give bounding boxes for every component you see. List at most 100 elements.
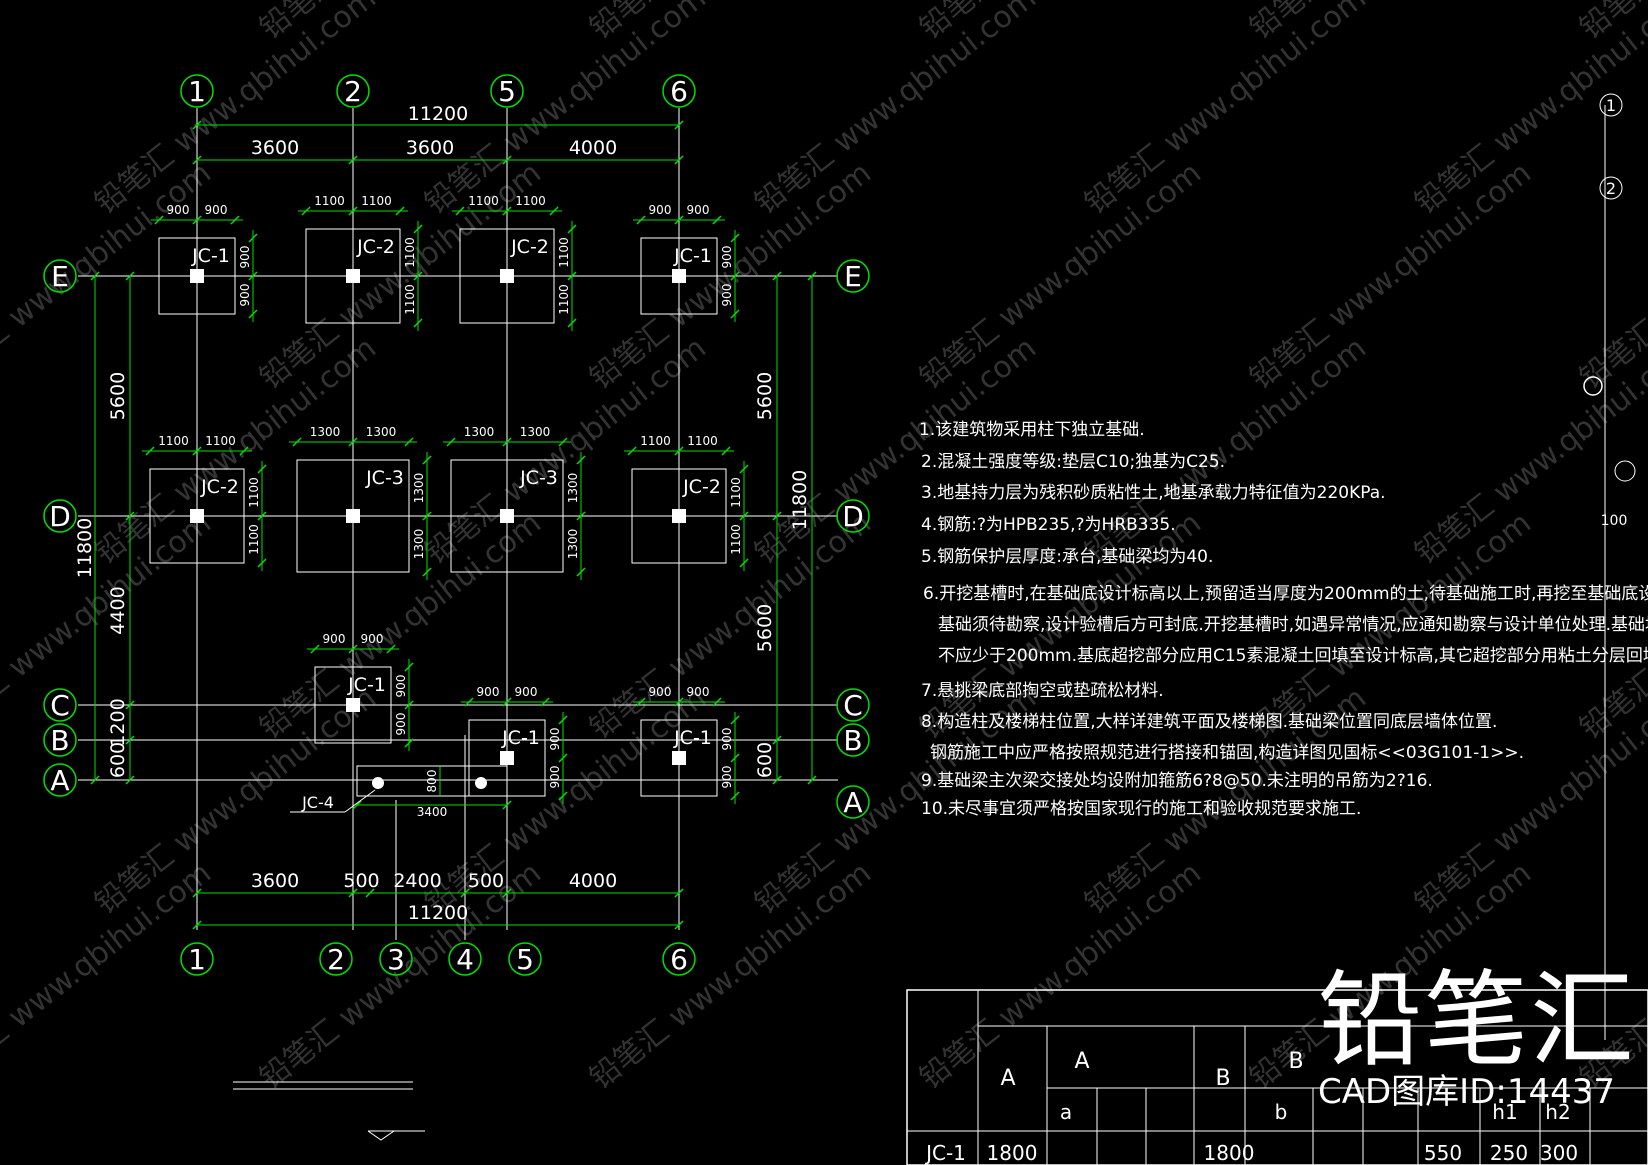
dim-tick (730, 233, 740, 243)
watermark-id: CAD图库ID:14437 (1318, 1072, 1616, 1112)
dim-tick (502, 206, 512, 216)
dim-tick (257, 511, 267, 521)
watermark-tile: 铅笔汇 www.qbihui.com (748, 331, 1042, 572)
grid-bubble-bottom-circle (448, 942, 482, 976)
note-line: 6.开挖基槽时,在基础底设计标高以上,预留适当厚度为200mm的土,待基础施工时… (923, 584, 1648, 604)
table-subheader: h1 (1492, 1100, 1517, 1124)
dim-tick (395, 206, 405, 216)
footing-dim-top: 1300 (310, 425, 341, 439)
column-square (672, 751, 686, 765)
dim-tick (446, 437, 456, 447)
footing-dim-side: 900 (238, 246, 252, 269)
dim-tick (248, 309, 258, 319)
footing-outline (305, 228, 401, 324)
dim-tick (558, 437, 568, 447)
table-cell: 250 (1490, 1141, 1528, 1165)
dim-tick (712, 215, 722, 225)
grid-bubble-bottom-label: 5 (516, 943, 534, 976)
grid-bubble-top-circle (180, 74, 214, 108)
partial-axis-circle (1599, 176, 1623, 200)
dim-tick (502, 697, 512, 707)
grid-bubble-right-label: E (844, 260, 862, 293)
grid-bubble-bottom-circle (180, 942, 214, 976)
dim-tick (540, 697, 550, 707)
footing-label: JC-2 (356, 236, 395, 258)
column-square (672, 269, 686, 283)
note-line: 1.该建筑物采用柱下独立基础. (919, 420, 1145, 440)
dim-tick (192, 120, 202, 130)
note-line: 9.基础梁主次梁交接处均设附加箍筋6?8@50.未注明的吊筋为2?16. (921, 771, 1433, 791)
footing-label: JC-1 (347, 674, 386, 696)
table-cell: 300 (1540, 1141, 1578, 1165)
table-header: B (1215, 1066, 1230, 1091)
grid-bubble-bottom-label: 1 (188, 943, 206, 976)
dim-tick (636, 215, 646, 225)
grid-bubble-right-label: A (843, 786, 862, 819)
partial-axis-label: 1 (1606, 96, 1616, 115)
column-square (190, 269, 204, 283)
footing-dim-side: 900 (548, 728, 562, 751)
note-line: 基础须待勘察,设计验槽后方可封底.开挖基槽时,如遇异常情况,应通知勘察与设计单位… (938, 615, 1648, 635)
dim-right-span: 5600 (754, 604, 776, 652)
dim-tick (310, 644, 320, 654)
footing-label: JC-3 (519, 467, 558, 489)
grid-bubble-left-label: C (50, 689, 70, 722)
footing-dim-top: 1300 (366, 425, 397, 439)
dim-tick (576, 511, 586, 521)
table-cell: 1800 (987, 1141, 1038, 1165)
table-header: A (1000, 1066, 1015, 1091)
dim-tick (125, 775, 135, 785)
footing-dim-side: 1100 (247, 524, 261, 555)
grid-bubble-right-label: C (843, 689, 863, 722)
dim-tick (558, 715, 568, 725)
dim-tick (292, 437, 302, 447)
dim-tick (636, 697, 646, 707)
dim-tick (125, 735, 135, 745)
dim-tick (730, 309, 740, 319)
beam-column-dot (372, 777, 384, 789)
footing-dim-top: 900 (477, 685, 500, 699)
footing-dim-side: 1100 (557, 237, 571, 268)
footing-dim-top: 1100 (158, 434, 189, 448)
note-line: 不应少于200mm.基底超挖部分应用C15素混凝土回填至设计标高,其它超挖部分用… (938, 646, 1648, 666)
dim-tick (739, 558, 749, 568)
footing-dim-side: 1300 (566, 473, 580, 504)
dim-bottom-total: 11200 (408, 902, 468, 924)
grid-bubble-bottom-label: 2 (327, 943, 345, 976)
footing-dim-top: 1100 (640, 434, 671, 448)
dim-tick (248, 271, 258, 281)
beam-label: JC-4 (301, 793, 334, 812)
footing-dim-side: 900 (394, 713, 408, 736)
grid-bubble-bottom-circle (379, 942, 413, 976)
dim-tick (712, 697, 722, 707)
grid-bubble-top-label: 5 (498, 75, 516, 108)
partial-node (1614, 460, 1636, 482)
note-line: 3.地基持力层为残积砂质粘性土,地基承载力特征值为220KPa. (921, 483, 1386, 503)
dim-tick (352, 800, 362, 810)
column-square (500, 269, 514, 283)
dim-tick (730, 753, 740, 763)
dim-tick (422, 567, 432, 577)
watermark-tile: 铅笔汇 www.qbihui.com (88, 0, 382, 221)
dim-bottom-span: 500 (343, 870, 379, 892)
dim-tick (627, 446, 637, 456)
dim-bottom-span: 500 (468, 870, 504, 892)
footing-dim-top: 1100 (687, 434, 718, 448)
dim-top-span: 4000 (569, 137, 617, 159)
grid-bubble-top-circle (336, 74, 370, 108)
footing-dim-top: 1300 (520, 425, 551, 439)
dim-right-span: 600 (754, 742, 776, 778)
table-cell: JC-1 (924, 1141, 966, 1165)
partial-axis-label: 2 (1606, 179, 1616, 198)
dim-tick (404, 700, 414, 710)
footing-dim-top: 900 (167, 203, 190, 217)
partial-dim: 100 (1601, 513, 1628, 529)
grid-bubble-bottom-circle (508, 942, 542, 976)
grid-bubble-left-label: B (50, 724, 69, 757)
footing-dim-top: 900 (649, 203, 672, 217)
dim-tick (192, 155, 202, 165)
footing-label: JC-2 (510, 236, 549, 258)
footing-dim-side: 900 (720, 246, 734, 269)
dim-tick (404, 437, 414, 447)
